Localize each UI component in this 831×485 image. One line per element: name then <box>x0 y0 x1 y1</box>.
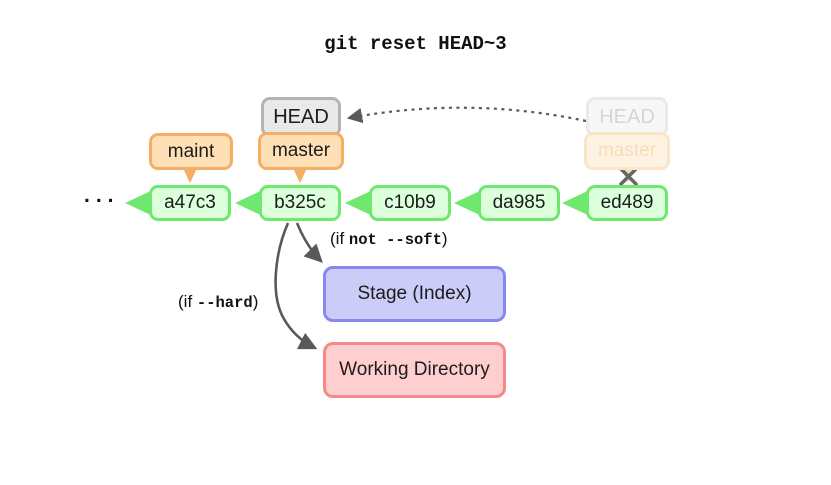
condition-code: --hard <box>196 294 253 312</box>
diagram-title: git reset HEAD~3 <box>324 33 507 55</box>
commit-hash: da985 <box>492 192 546 213</box>
condition-suffix: ) <box>252 292 259 311</box>
ghost-master-label: master <box>584 132 670 170</box>
branch-maint-text: maint <box>167 140 215 162</box>
commit-node: ed489 <box>586 185 668 221</box>
head-text: HEAD <box>273 105 329 128</box>
condition-suffix: ) <box>441 229 448 248</box>
branch-label-master: master <box>258 132 344 170</box>
branch-master-text: master <box>271 140 331 161</box>
commit-hash: ed489 <box>600 192 654 213</box>
working-directory-text: Working Directory <box>339 359 490 380</box>
condition-not-soft: (if not --soft) <box>330 229 448 249</box>
commit-hash: b325c <box>274 192 326 213</box>
stage-index-box: Stage (Index) <box>323 266 506 322</box>
history-ellipsis: ... <box>84 184 120 207</box>
condition-code: not --soft <box>348 231 442 249</box>
commit-node: da985 <box>478 185 560 221</box>
commit-hash: a47c3 <box>164 192 216 213</box>
head-label: HEAD <box>261 97 341 137</box>
branch-label-maint: maint <box>149 133 233 170</box>
ghost-master-text: master <box>597 140 657 161</box>
commit-node: b325c <box>259 185 341 221</box>
condition-hard: (if --hard) <box>178 292 258 312</box>
cross-out-mark <box>619 167 638 186</box>
ghost-head-label: HEAD <box>586 97 668 137</box>
condition-prefix: (if <box>330 229 349 248</box>
commit-node: a47c3 <box>149 185 231 221</box>
condition-prefix: (if <box>178 292 197 311</box>
reset-to-stage-arrow <box>295 222 323 263</box>
stage-index-text: Stage (Index) <box>357 283 472 304</box>
commit-hash: c10b9 <box>384 192 436 213</box>
working-directory-box: Working Directory <box>323 342 506 398</box>
head-move-arrow <box>346 106 587 124</box>
reset-to-working-arrow <box>274 222 318 350</box>
ghost-head-text: HEAD <box>599 105 655 128</box>
commit-node: c10b9 <box>369 185 451 221</box>
